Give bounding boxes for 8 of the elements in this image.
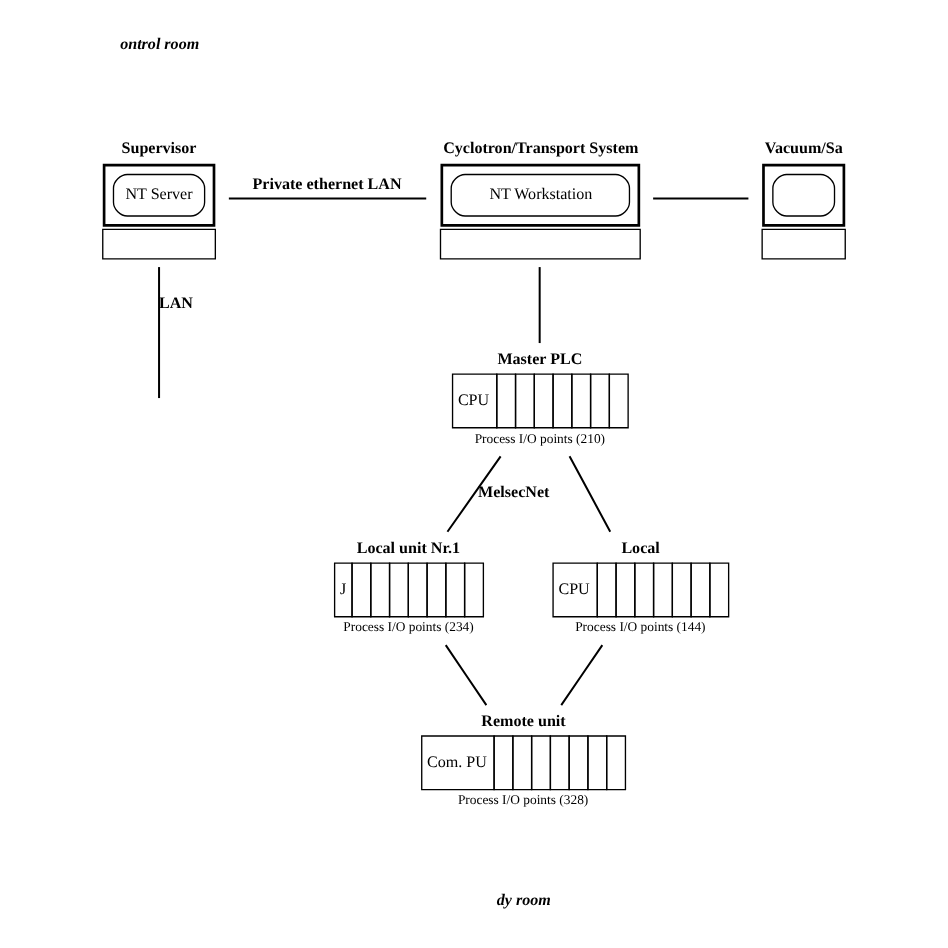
connector [560, 644, 604, 706]
connector [444, 644, 488, 706]
connector [568, 455, 612, 533]
connector [158, 267, 161, 399]
connector [538, 267, 541, 344]
connector [446, 455, 502, 533]
connector [228, 197, 427, 200]
connector [653, 197, 749, 200]
